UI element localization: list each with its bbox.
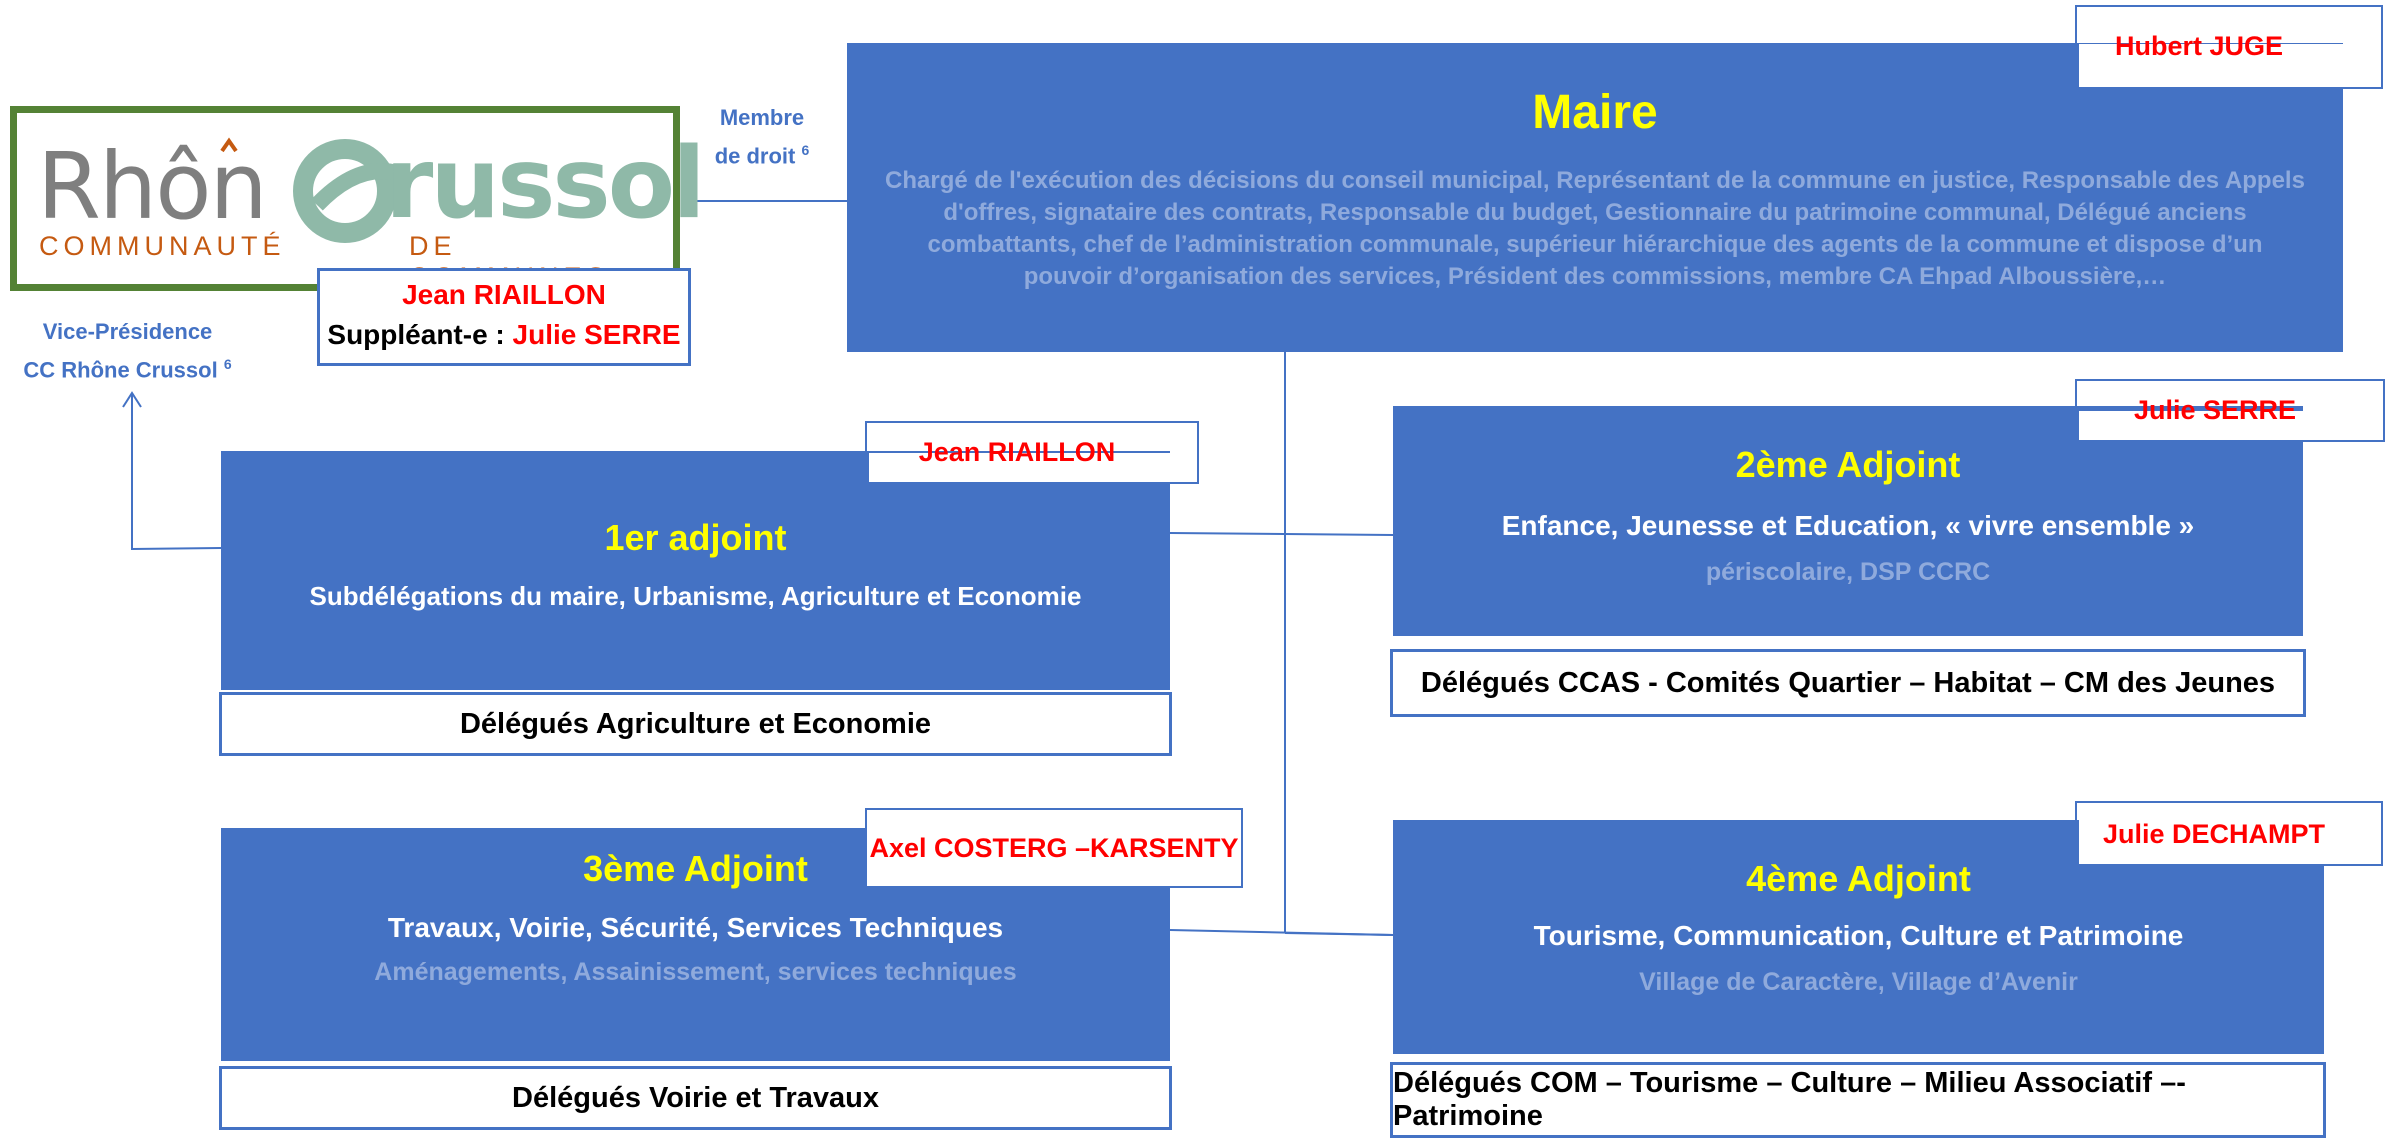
logo-symbol <box>220 137 399 243</box>
adjoint2-name-tab: Julie SERRE <box>2075 379 2385 442</box>
maire-desc-3: combattants, chef de l’administration co… <box>927 231 2263 258</box>
membre-de-droit-label: Membre de droit 6 <box>692 102 832 172</box>
maire-desc-1: Chargé de l'exécution des décisions du c… <box>885 167 2305 194</box>
adjoint1-delegues-box: Délégués Agriculture et Economie <box>219 692 1172 756</box>
adjoint1-name: Jean RIAILLON <box>918 437 1116 467</box>
adjoint1-name-tab: Jean RIAILLON <box>865 421 1199 484</box>
adjoint4-name: Julie DECHAMPT <box>2102 819 2326 849</box>
adjoint3-delegues: Délégués Voirie et Travaux <box>512 1081 879 1114</box>
vice-line2: CC Rhône Crussol 6 <box>23 356 232 383</box>
adjoint1-delegues: Délégués Agriculture et Economie <box>459 707 932 740</box>
adjoint4-delegues: Délégués COM – Tourisme – Culture – Mili… <box>1393 1067 2186 1132</box>
cc-delegate-supp: Suppléant-e : Julie SERRE <box>327 319 681 350</box>
rhone-crussol-logo: Rhôn russol COMMUNAUTÉ DE COMMUNES <box>10 106 706 292</box>
adjoint4-sub: Village de Caractère, Village d’Avenir <box>1639 968 2078 996</box>
cc-delegate-name: Jean RIAILLON <box>402 279 606 310</box>
adjoint4-main: Tourisme, Communication, Culture et Patr… <box>1533 920 2184 951</box>
adjoint3-box: 3ème Adjoint Travaux, Voirie, Sécurité, … <box>221 828 1170 1061</box>
membre-line1: Membre <box>719 105 805 130</box>
adjoint3-main: Travaux, Voirie, Sécurité, Services Tech… <box>387 912 1004 943</box>
maire-box: Maire Chargé de l'exécution des décision… <box>847 43 2343 352</box>
adjoint1-main: Subdélégations du maire, Urbanisme, Agri… <box>309 581 1082 611</box>
adjoint2-name: Julie SERRE <box>2133 395 2297 425</box>
logo-word-left: Rhôn <box>37 133 268 240</box>
adjoint2-main: Enfance, Jeunesse et Education, « vivre … <box>1501 510 2195 541</box>
vice-line1: Vice-Présidence <box>42 319 213 344</box>
maire-desc-4: pouvoir d’organisation des services, Pré… <box>1023 263 2167 290</box>
adjoint3-title: 3ème Adjoint <box>583 848 808 889</box>
adjoint2-delegues: Délégués CCAS - Comités Quartier – Habit… <box>1420 666 2276 699</box>
vice-presidence-label: Vice-Présidence CC Rhône Crussol 6 <box>5 316 250 386</box>
logo-word-right: russol <box>385 127 706 241</box>
adjoint4-name-tab: Julie DECHAMPT <box>2075 801 2383 866</box>
adjoint3-delegues-box: Délégués Voirie et Travaux <box>219 1066 1172 1130</box>
adjoint1-title: 1er adjoint <box>604 517 787 558</box>
adjoint2-sub: périscolaire, DSP CCRC <box>1705 558 1991 586</box>
cc-delegate-box: Jean RIAILLON Suppléant-e : Julie SERRE <box>317 268 691 366</box>
adjoint1-box: 1er adjoint Subdélégations du maire, Urb… <box>221 451 1170 690</box>
adjoint4-delegues-box: Délégués COM – Tourisme – Culture – Mili… <box>1390 1062 2326 1138</box>
adjoint3-name-tab: Axel COSTERG –KARSENTY <box>865 808 1243 888</box>
adjoint2-box: 2ème Adjoint Enfance, Jeunesse et Educat… <box>1393 406 2303 636</box>
maire-name: Hubert JUGE <box>2114 31 2284 61</box>
membre-line2: de droit 6 <box>714 142 810 169</box>
maire-name-tab: Hubert JUGE <box>2075 5 2383 89</box>
maire-desc-2: d'offres, signataire des contrats, Respo… <box>943 199 2247 226</box>
adjoint2-title: 2ème Adjoint <box>1735 444 1961 485</box>
adjoint2-delegues-box: Délégués CCAS - Comités Quartier – Habit… <box>1390 649 2306 717</box>
maire-title: Maire <box>1532 86 1658 139</box>
adjoint4-title: 4ème Adjoint <box>1746 858 1971 899</box>
adjoint3-sub: Aménagements, Assainissement, services t… <box>374 958 1017 986</box>
logo-line1: COMMUNAUTÉ <box>39 231 286 261</box>
adjoint3-name: Axel COSTERG –KARSENTY <box>869 832 1239 863</box>
